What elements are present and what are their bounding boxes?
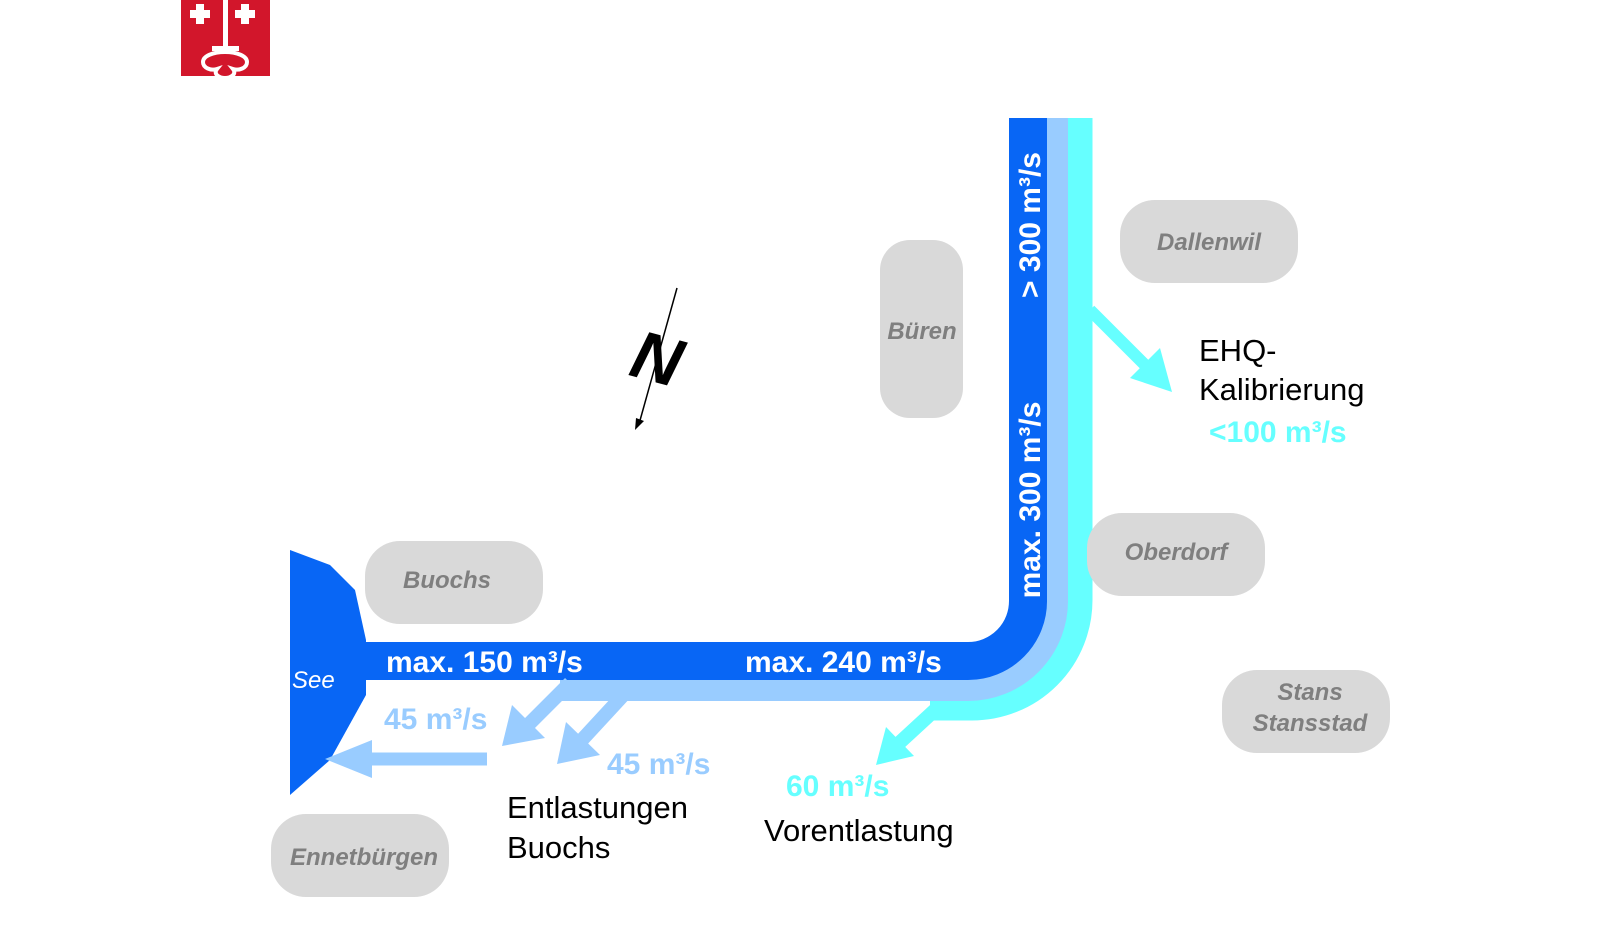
town-buochs: Buochs xyxy=(365,541,543,624)
town-ennetburgen: Ennetbürgen xyxy=(271,814,449,897)
pre-relief-arrow xyxy=(876,704,940,765)
town-dallenwil: Dallenwil xyxy=(1120,200,1298,283)
label-ehq: EHQ- xyxy=(1199,333,1277,368)
flow-pre-relief: 60 m³/s xyxy=(786,770,889,803)
svg-text:Buochs: Buochs xyxy=(403,567,491,594)
flow-relief-2: 45 m³/s xyxy=(607,748,710,781)
label-kalibrierung: Kalibrierung xyxy=(1199,372,1364,407)
flow-lake-in: max. 150 m³/s xyxy=(386,646,583,679)
town-buren: Büren xyxy=(880,240,963,418)
flow-relief-1: 45 m³/s xyxy=(384,703,487,736)
flow-ehq: <100 m³/s xyxy=(1209,416,1347,449)
relief-arrows xyxy=(325,678,634,778)
river-channel xyxy=(360,118,1093,721)
svg-text:Büren: Büren xyxy=(887,318,956,345)
svg-text:Stansstad: Stansstad xyxy=(1253,710,1369,737)
svg-text:Stans: Stans xyxy=(1277,679,1342,706)
ehq-arrow xyxy=(1085,305,1172,392)
label-entlastungen: Entlastungen xyxy=(507,790,688,825)
north-label: N xyxy=(623,316,692,403)
canton-logo xyxy=(181,0,270,81)
label-vorentlastung: Vorentlastung xyxy=(764,813,954,848)
north-arrow: N xyxy=(623,287,692,430)
svg-text:Oberdorf: Oberdorf xyxy=(1125,539,1230,566)
flow-mid: max. 240 m³/s xyxy=(745,646,942,679)
svg-text:Ennetbürgen: Ennetbürgen xyxy=(290,844,438,871)
flow-vertical: max. 300 m³/s xyxy=(1014,402,1047,599)
lake-shape xyxy=(290,550,366,795)
svg-text:Dallenwil: Dallenwil xyxy=(1157,229,1262,256)
town-oberdorf: Oberdorf xyxy=(1087,513,1265,596)
label-buochs-relief: Buochs xyxy=(507,830,610,865)
lake-label: See xyxy=(292,667,335,694)
flow-upstream: > 300 m³/s xyxy=(1014,152,1047,298)
